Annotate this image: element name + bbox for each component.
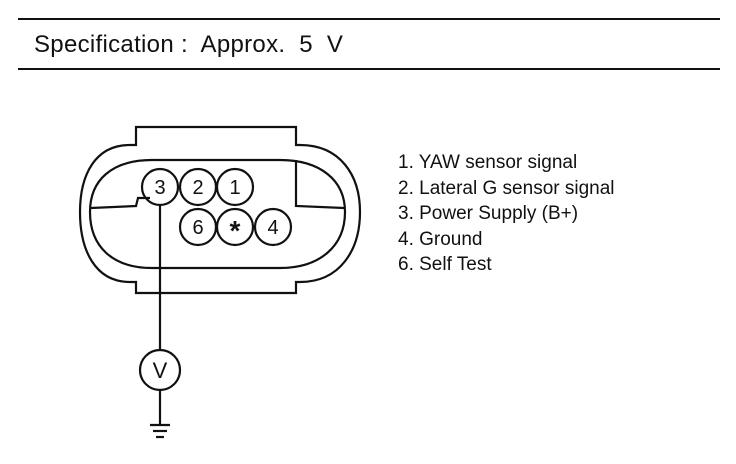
pin-label-1: 1 (229, 177, 240, 199)
ground-icon (150, 423, 170, 439)
legend-item-pin-2: 2. Lateral G sensor signal (398, 177, 615, 199)
legend-item-pin-6: 6. Self Test (398, 254, 492, 275)
pin-label-unused: * (230, 215, 241, 246)
connector-outer-shell (78, 125, 362, 295)
pin-4 (253, 207, 293, 247)
legend-item-pin-4: 4. Ground (398, 228, 483, 250)
pin-unused (215, 207, 255, 247)
pin-label-2: 2 (192, 177, 203, 199)
connector-left-key (90, 196, 150, 210)
pin-label-3: 3 (154, 177, 165, 199)
specification-bar: Specification : Approx. 5 V (18, 18, 720, 70)
pin-label-6: 6 (192, 217, 203, 239)
pin-label-4: 4 (267, 217, 278, 239)
connector-inner-cavity (88, 158, 347, 270)
legend-item-pin-3: 3. Power Supply (B+) (398, 203, 579, 224)
voltmeter-symbol: V (153, 358, 168, 383)
connector-right-key (294, 160, 345, 210)
pin-legend: 1. YAW sensor signal 2. Lateral G sensor… (398, 150, 615, 278)
specification-text: Specification : Approx. 5 V (34, 31, 344, 58)
legend-item-pin-1: 1. YAW sensor signal (398, 152, 578, 173)
pin-1 (215, 167, 255, 207)
